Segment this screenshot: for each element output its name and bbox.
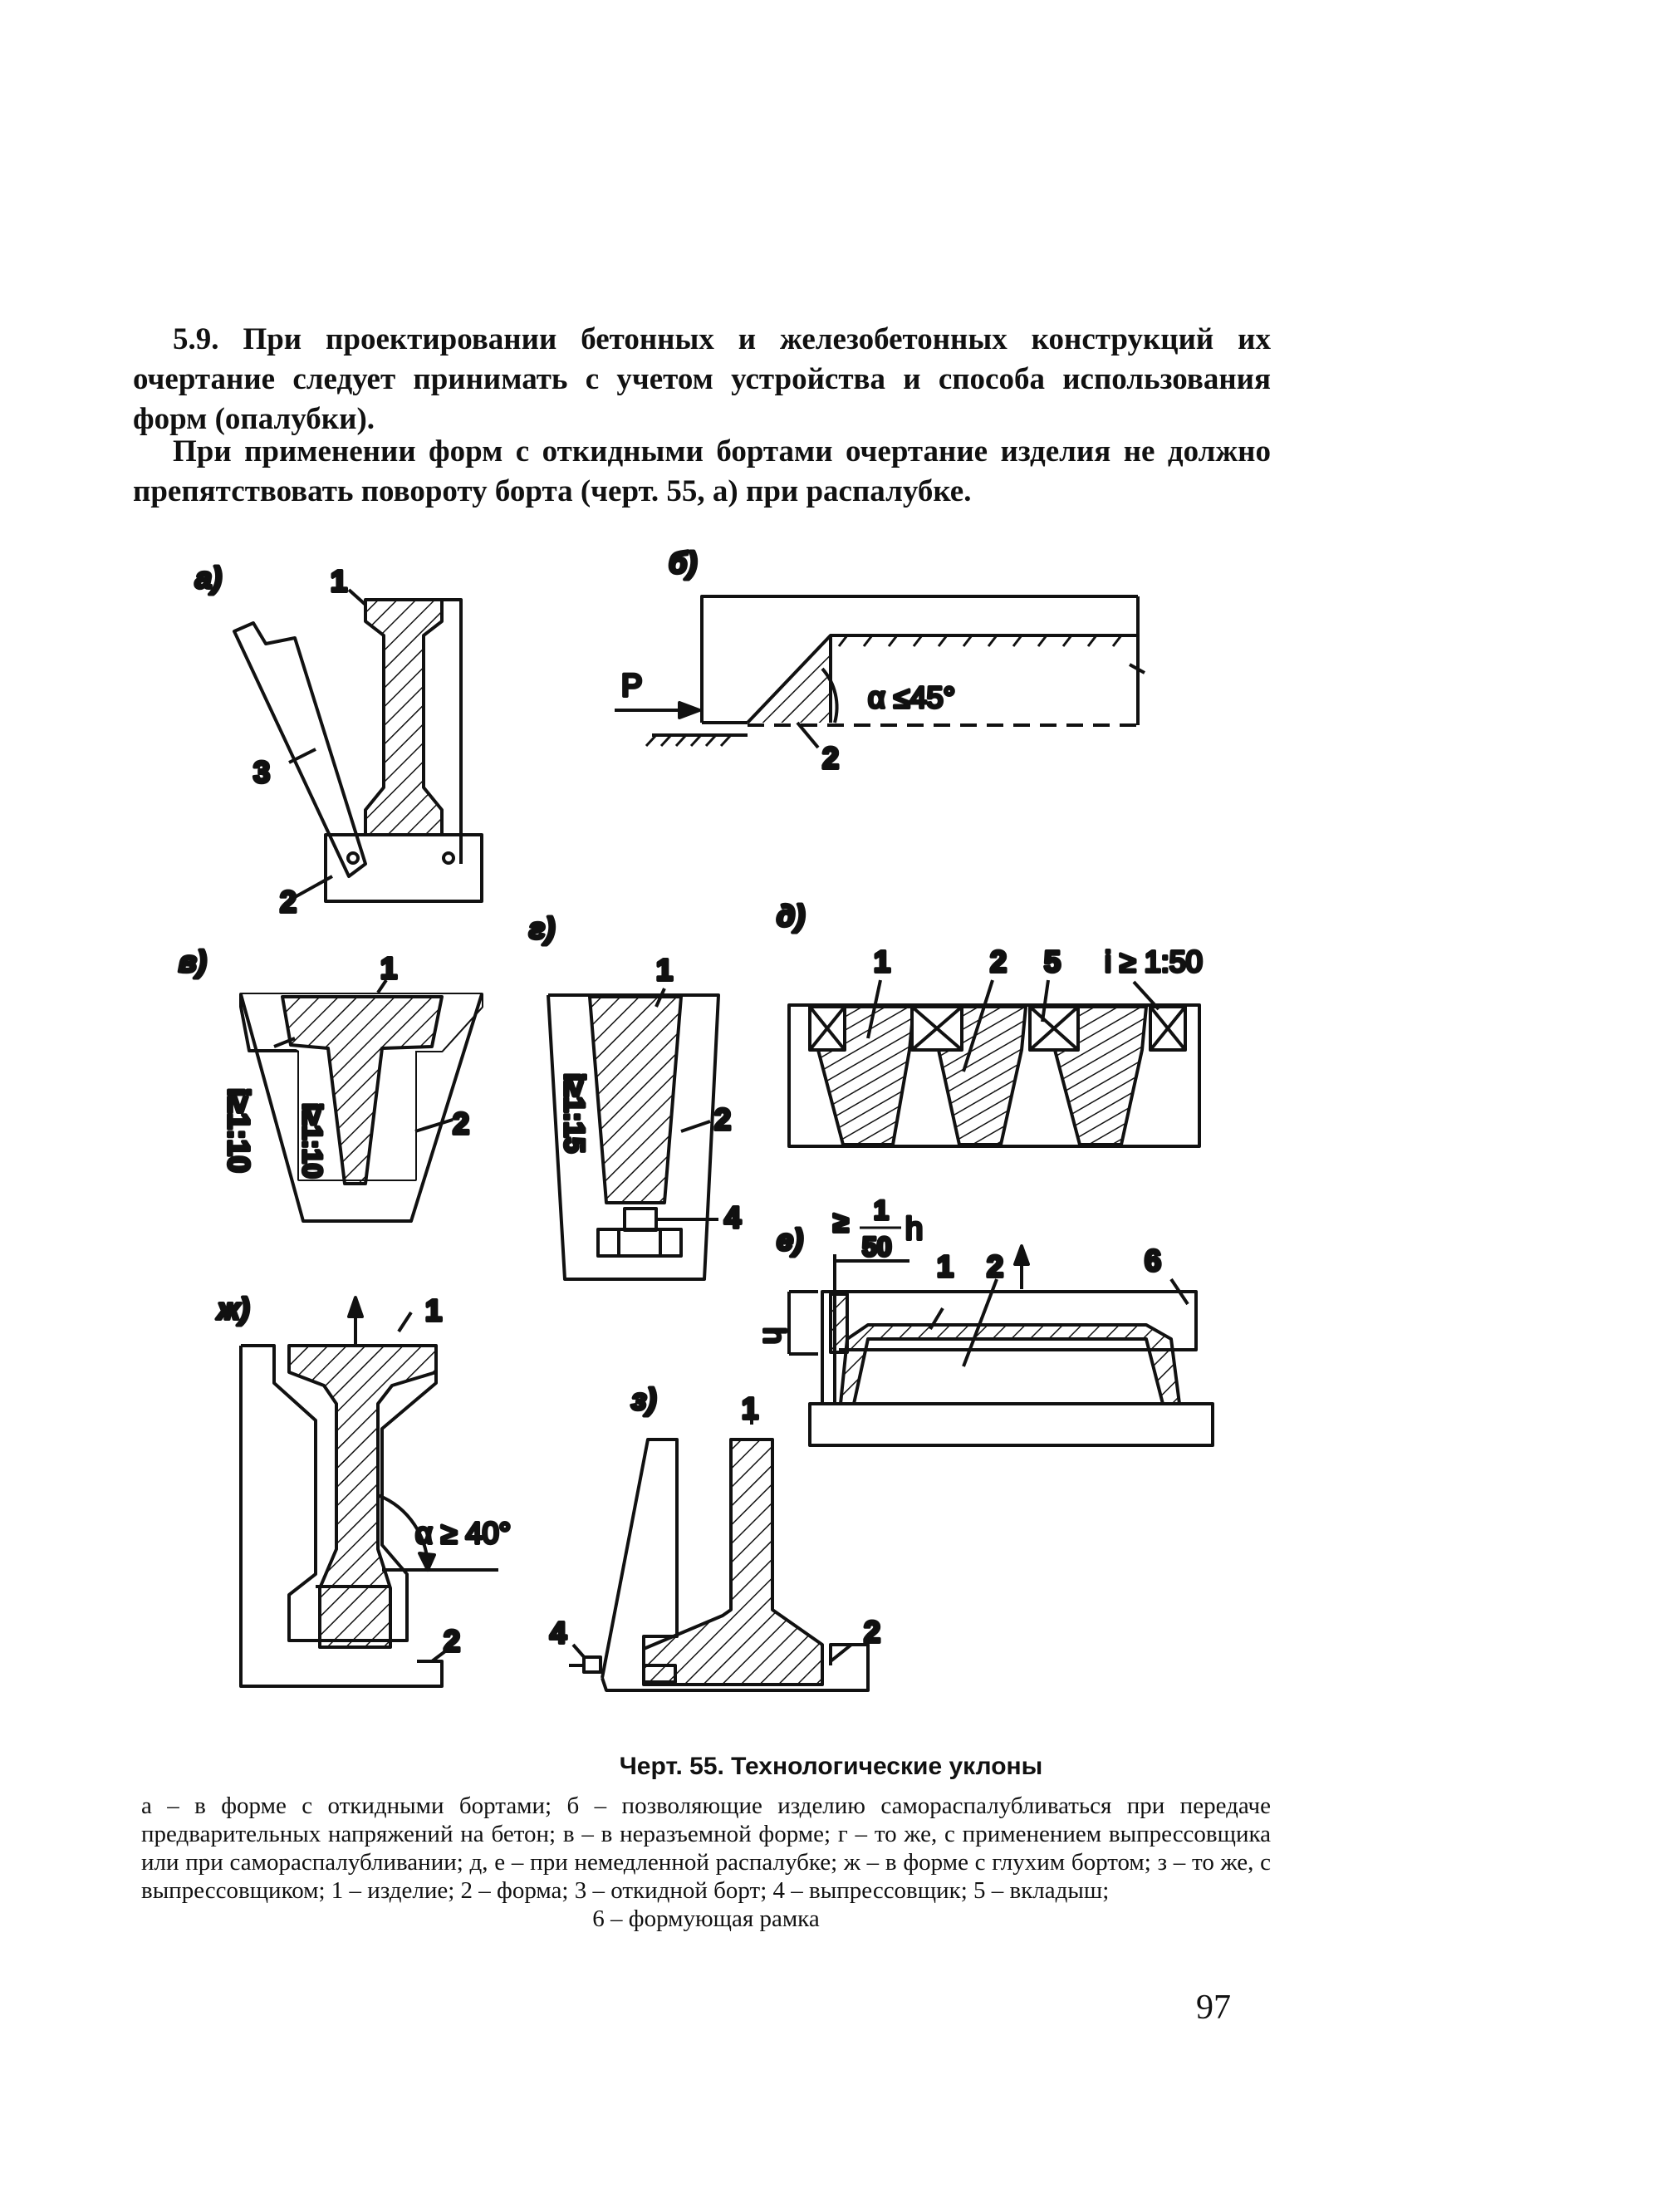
panel-g-label: г) [529,911,555,945]
label-1-zh: 1 [425,1293,442,1327]
label-1-g: 1 [656,953,673,987]
label-1-d: 1 [874,944,890,978]
slope-d: i ≥ 1:50 [1105,944,1203,978]
label-4-z: 4 [550,1616,566,1650]
label-2-a: 2 [280,885,297,919]
label-2-v: 2 [453,1106,469,1140]
panel-zh-label: ж) [216,1292,250,1326]
label-2-g: 2 [714,1102,731,1136]
label-3-a: 3 [253,755,270,789]
panel-v-drawing [239,978,483,1223]
panel-a-label: а) [195,561,222,595]
paragraph-5-9-text: При проектировании бетонных и железобето… [133,322,1271,436]
panel-b-label: б) [669,546,697,580]
panel-d-label: д) [777,899,805,933]
panel-b-drawing [615,595,1145,749]
panel-g-drawing [547,988,720,1281]
slope-v-outer: i≥1:10 [222,1088,256,1173]
panel-d-drawing [787,979,1201,1148]
angle-zh-label: α ≥ 40° [415,1516,511,1550]
label-2-zh: 2 [444,1624,460,1658]
label-2-e: 2 [987,1249,1003,1283]
angle-b-label: α ≤45° [868,680,955,714]
hinged-side-a [233,621,367,878]
paragraph-5-9: 5.9. При проектировании бетонных и желез… [133,320,1271,439]
h-label-side: h [757,1327,792,1344]
form-base-a [324,833,483,903]
slope-v-inner: i≥1:10 [297,1103,327,1179]
page-number: 97 [1196,1989,1231,2027]
panel-zh-drawing [239,1296,498,1688]
frac-numerator: 1 [874,1195,889,1225]
slope-g: i≥1:15 [558,1073,590,1153]
label-6-e: 6 [1145,1243,1161,1278]
label-1-a: 1 [331,564,347,598]
force-P-label: P [621,669,642,704]
clause-number: 5.9. [173,322,219,356]
legend-last: 6 – формующая рамка [592,1905,820,1932]
panel-z-drawing [569,1412,870,1692]
paragraph-hinged-sides: При применении форм с откидными бортами … [133,434,1271,508]
label-4-g: 4 [724,1200,741,1234]
label-1-v: 1 [380,951,397,985]
product-a [364,598,444,836]
label-1-z: 1 [742,1391,758,1425]
frac-prefix: ≥ [833,1207,849,1238]
label-2-b: 2 [822,741,839,775]
label-1-e: 1 [937,1249,954,1283]
panel-e-drawing [787,1244,1214,1447]
figure-caption-title: Черт. 55. Технологические уклоны [619,1753,1043,1780]
label-2-d: 2 [990,944,1007,978]
panel-a-drawing [233,588,483,903]
legend-main: а – в форме с откидными бортами; б – поз… [141,1793,1271,1904]
panel-v-label: в) [179,944,207,978]
label-2-z: 2 [864,1615,880,1649]
label-5-d: 5 [1044,944,1061,978]
panel-e-label: е) [777,1223,803,1257]
figure-legend: а – в форме с откидными бортами; б – поз… [141,1792,1271,1933]
h-label-top: h [905,1212,923,1247]
frac-denominator: 50 [862,1232,892,1262]
panel-z-label: з) [631,1382,656,1416]
